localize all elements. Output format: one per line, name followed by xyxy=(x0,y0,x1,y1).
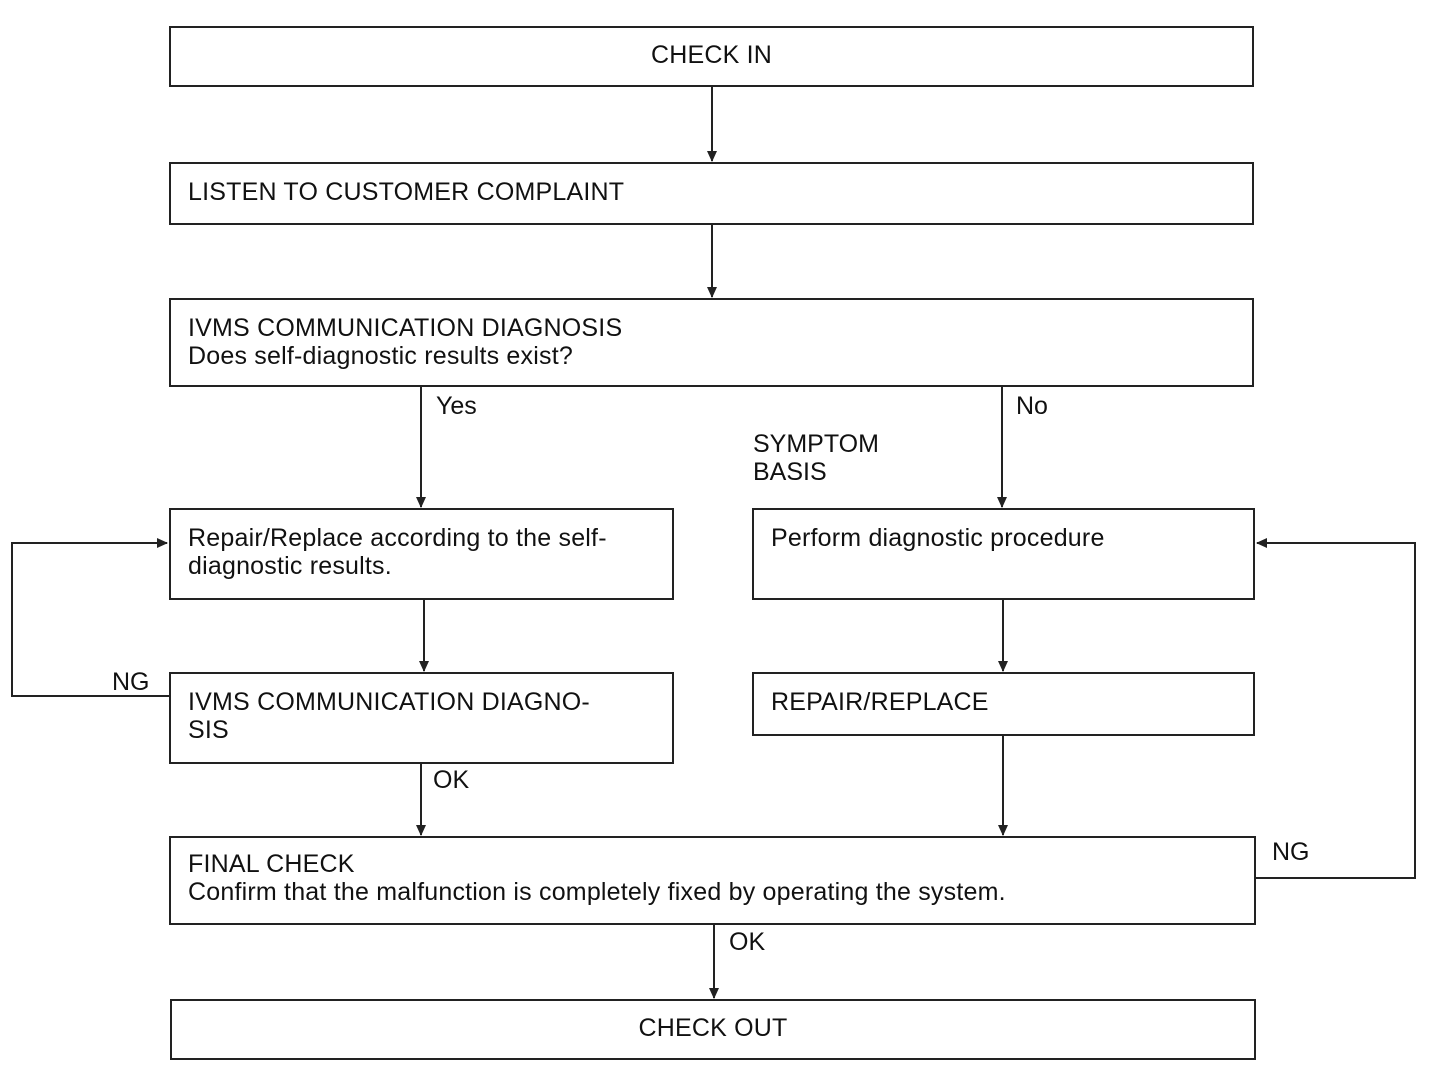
ivms-diagnosis-2-box: IVMS COMMUNICATION DIAGNO- SIS xyxy=(169,672,674,764)
repair-self-diagnostic-box: Repair/Replace according to the self- di… xyxy=(169,508,674,600)
ivms-diagnosis-box: IVMS COMMUNICATION DIAGNOSIS Does self-d… xyxy=(169,298,1254,387)
listen-text: LISTEN TO CUSTOMER COMPLAINT xyxy=(188,178,625,206)
no-label: No xyxy=(1016,392,1048,420)
ivms-diagnosis-2-text: IVMS COMMUNICATION DIAGNO- SIS xyxy=(188,688,590,744)
ok-left-label: OK xyxy=(433,766,470,794)
ng-left-label: NG xyxy=(112,668,150,696)
final-check-text: Confirm that the malfunction is complete… xyxy=(188,878,1006,906)
yes-label: Yes xyxy=(436,392,477,420)
check-out-text: CHECK OUT xyxy=(638,1014,788,1042)
repair-replace-box: REPAIR/REPLACE xyxy=(752,672,1255,736)
check-out-box: CHECK OUT xyxy=(170,999,1256,1060)
repair-self-diagnostic-text: Repair/Replace according to the self- di… xyxy=(188,524,607,580)
symptom-basis-label: SYMPTOM BASIS xyxy=(753,430,879,486)
ivms-diagnosis-question: Does self-diagnostic results exist? xyxy=(188,342,573,370)
check-in-text: CHECK IN xyxy=(650,41,773,69)
ok-bottom-label: OK xyxy=(729,928,766,956)
check-in-box: CHECK IN xyxy=(169,26,1254,87)
perform-diagnostic-text: Perform diagnostic procedure xyxy=(771,524,1105,552)
arrow-ng-right-loop xyxy=(1256,538,1416,879)
perform-diagnostic-box: Perform diagnostic procedure xyxy=(752,508,1255,600)
ng-right-label: NG xyxy=(1272,838,1310,866)
arrow-ng-left-loop xyxy=(11,538,169,697)
listen-box: LISTEN TO CUSTOMER COMPLAINT xyxy=(169,162,1254,225)
final-check-box: FINAL CHECK Confirm that the malfunction… xyxy=(169,836,1256,925)
repair-replace-text: REPAIR/REPLACE xyxy=(771,688,989,716)
ivms-diagnosis-title: IVMS COMMUNICATION DIAGNOSIS xyxy=(188,314,623,342)
final-check-title: FINAL CHECK xyxy=(188,850,355,878)
